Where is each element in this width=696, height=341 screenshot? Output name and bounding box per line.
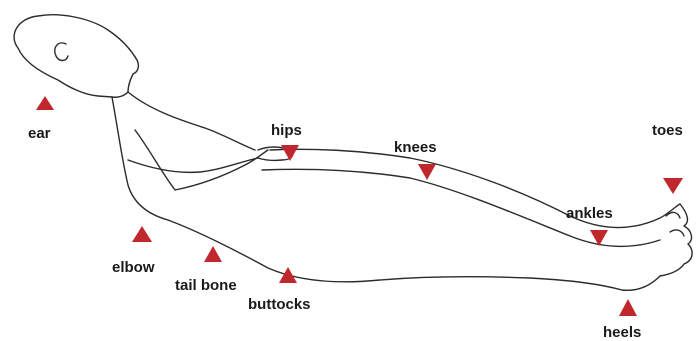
label-knees: knees bbox=[394, 139, 437, 156]
label-ear: ear bbox=[28, 125, 51, 142]
label-toes: toes bbox=[652, 122, 683, 139]
pressure-labels: ear elbow tail bone buttocks hips knees … bbox=[28, 122, 683, 341]
buttocks-marker-icon bbox=[279, 267, 297, 283]
heels-marker-icon bbox=[619, 299, 637, 316]
knees-marker-icon bbox=[418, 164, 436, 180]
forearm-outline bbox=[128, 158, 258, 172]
torso-front-outline bbox=[128, 92, 255, 150]
label-elbow: elbow bbox=[112, 259, 155, 276]
tail-bone-marker-icon bbox=[204, 246, 222, 262]
ear-outline bbox=[55, 43, 68, 61]
label-hips: hips bbox=[271, 122, 302, 139]
reclining-body-outline bbox=[14, 15, 692, 291]
label-buttocks: buttocks bbox=[248, 296, 311, 313]
label-ankles: ankles bbox=[566, 205, 613, 222]
label-heels: heels bbox=[603, 324, 641, 341]
head-outline bbox=[14, 15, 138, 97]
ear-marker-icon bbox=[36, 96, 54, 110]
label-tail-bone: tail bone bbox=[175, 277, 237, 294]
toes-outline bbox=[666, 212, 684, 236]
underside-outline bbox=[168, 220, 660, 290]
thigh-top-outline bbox=[270, 149, 680, 227]
toes-marker-icon bbox=[663, 178, 683, 194]
back-outline bbox=[112, 97, 168, 220]
hips-marker-icon bbox=[281, 145, 299, 161]
elbow-marker-icon bbox=[132, 226, 152, 242]
